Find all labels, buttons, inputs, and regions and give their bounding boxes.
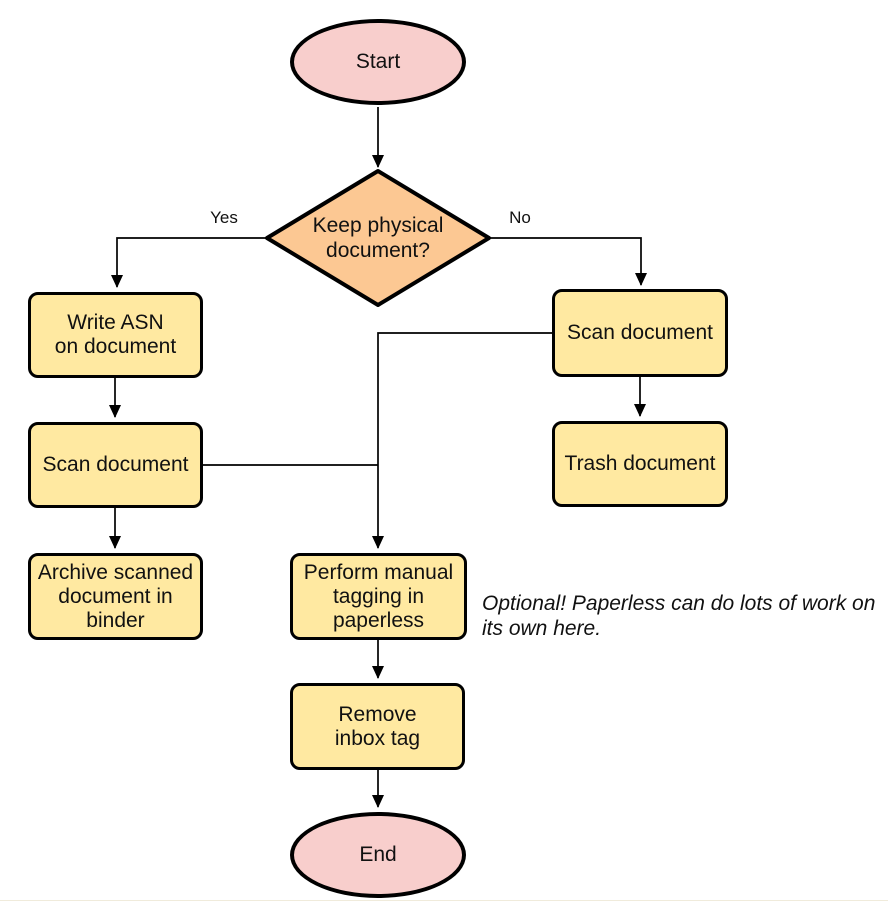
node-scan-document-left-label: Scan document xyxy=(42,453,189,476)
node-start: Start xyxy=(290,19,466,105)
node-remove-inbox-tag-label: Remove inbox tag xyxy=(334,702,421,750)
annotation-optional-note: Optional! Paperless can do lots of work … xyxy=(482,592,876,640)
node-start-label: Start xyxy=(355,50,401,73)
node-decision-label: Keep physical document? xyxy=(312,214,444,262)
edge-label-no: No xyxy=(509,208,531,227)
page-bottom-border xyxy=(0,900,888,901)
node-scan-document-right-label: Scan document xyxy=(567,321,713,344)
node-end-label: End xyxy=(359,843,397,866)
node-archive-binder-label: Archive scanned document in binder xyxy=(37,560,194,632)
edge-decision-yes xyxy=(111,237,267,288)
edge-label-yes: Yes xyxy=(210,208,238,227)
decision-diamond xyxy=(265,169,491,307)
node-manual-tagging-label: Perform manual tagging in paperless xyxy=(303,560,454,632)
node-archive-binder: Archive scanned document in binder xyxy=(28,553,203,640)
node-end: End xyxy=(290,812,466,898)
edge-scans-to-tagging xyxy=(372,332,552,549)
node-trash-document-label: Trash document xyxy=(564,452,716,475)
node-trash-document: Trash document xyxy=(552,421,728,507)
node-scan-document-right: Scan document xyxy=(552,289,728,377)
edge-decision-no xyxy=(489,237,647,286)
node-manual-tagging: Perform manual tagging in paperless xyxy=(290,553,467,640)
node-write-asn-label: Write ASN on document xyxy=(54,311,177,358)
node-scan-document-left: Scan document xyxy=(28,422,203,508)
node-write-asn: Write ASN on document xyxy=(28,292,203,378)
node-remove-inbox-tag: Remove inbox tag xyxy=(290,683,465,770)
